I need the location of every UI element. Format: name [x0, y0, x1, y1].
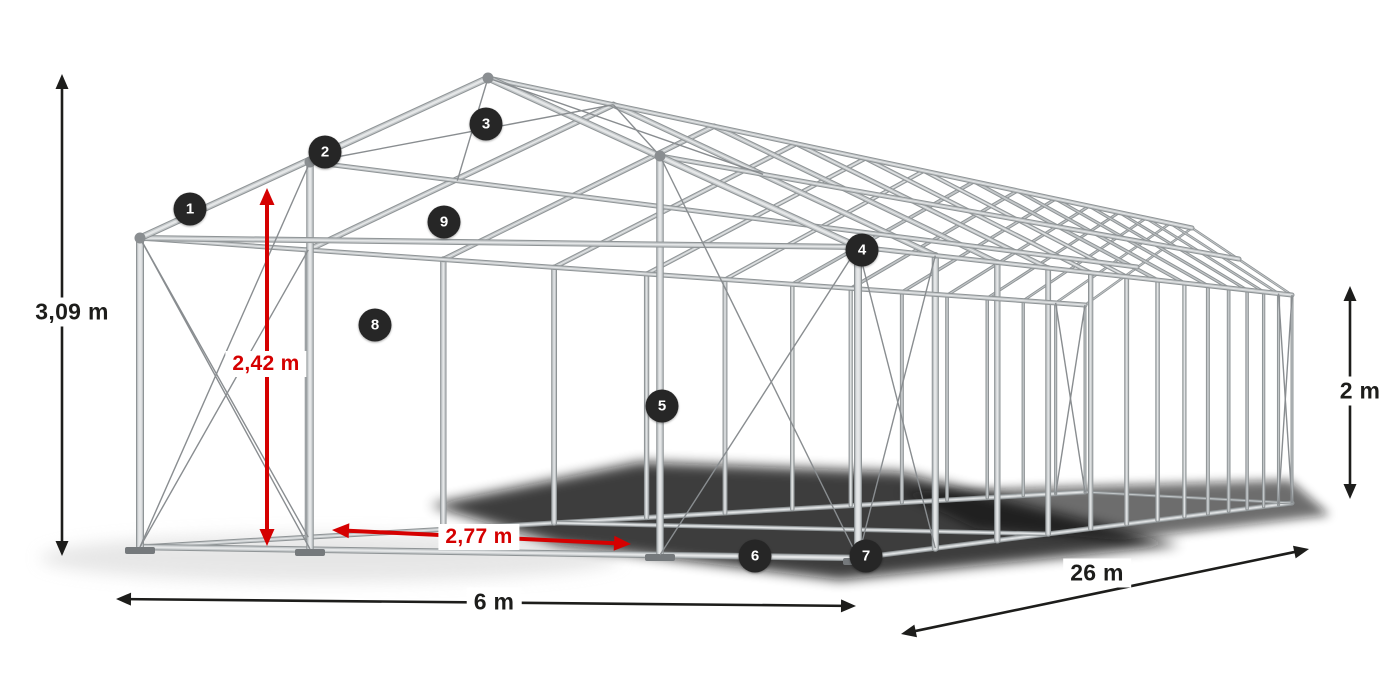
- roof-purlins: [137, 75, 1295, 308]
- part-marker-7[interactable]: 7: [849, 539, 883, 573]
- part-marker-3[interactable]: 3: [469, 107, 503, 141]
- part-marker-4[interactable]: 4: [845, 233, 879, 267]
- part-marker-1[interactable]: 1: [173, 192, 207, 226]
- part-marker-5[interactable]: 5: [645, 389, 679, 423]
- part-marker-2[interactable]: 2: [308, 135, 342, 169]
- part-marker-9[interactable]: 9: [427, 205, 461, 239]
- part-marker-6[interactable]: 6: [738, 539, 772, 573]
- ground-frame: [137, 489, 1295, 561]
- part-marker-8[interactable]: 8: [358, 308, 392, 342]
- bracing-cables: [139, 77, 1293, 559]
